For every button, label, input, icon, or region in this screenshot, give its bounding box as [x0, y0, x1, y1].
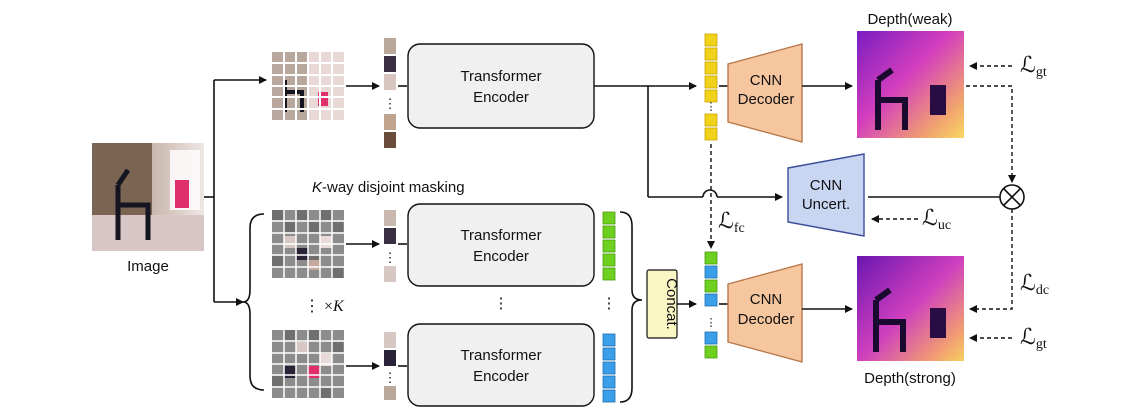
loss-uc: ℒuc [922, 205, 951, 233]
depth-map-weak [857, 31, 964, 138]
svg-text:Concat.: Concat. [663, 278, 680, 330]
svg-text:Encoder: Encoder [473, 368, 529, 385]
svg-text:Decoder: Decoder [738, 311, 795, 328]
encoder-ellipsis: ⋮ [494, 296, 509, 312]
svg-text:Encoder: Encoder [473, 89, 529, 106]
cnn-decoder-weak: CNN Decoder [727, 43, 803, 143]
token-strip-masked-1: ⋮ [384, 210, 397, 282]
feature-tokens-strong [704, 251, 718, 359]
loss-dc: ℒdc [1020, 270, 1049, 298]
arrow-encoder-to-tokens-top [594, 82, 783, 201]
svg-text:Decoder: Decoder [738, 91, 795, 108]
input-split-arrows [204, 76, 267, 306]
token-ellipsis: ⋮ [706, 317, 717, 329]
loss-gt-weak: ℒgt [1020, 52, 1047, 80]
patched-image-top [272, 52, 344, 120]
svg-text:Transformer: Transformer [460, 68, 541, 85]
depth-strong-label: Depth(strong) [864, 370, 956, 387]
token-ellipsis: ⋮ [384, 96, 397, 111]
svg-text:CNN: CNN [750, 291, 783, 308]
weak-to-multiply-arrow [966, 85, 1016, 183]
multiply-node [999, 184, 1025, 210]
token-strip-masked-k: ⋮ [384, 332, 397, 400]
transformer-encoder-top: Transformer Encoder [407, 43, 595, 129]
token-strip-top: ⋮ [384, 38, 397, 148]
svg-text:⋮: ⋮ [384, 250, 397, 265]
svg-text:CNN: CNN [750, 72, 783, 89]
feature-tokens-blue [602, 333, 616, 403]
input-image [92, 143, 204, 251]
concat-brace [619, 211, 643, 403]
transformer-encoder-masked-1: Transformer Encoder [407, 203, 595, 287]
cnn-uncertainty: CNN Uncert. [787, 153, 865, 237]
transformer-encoder-masked-k: Transformer Encoder [407, 323, 595, 407]
concat-block: Concat. [646, 269, 680, 339]
depth-map-strong [857, 256, 964, 361]
svg-text:Transformer: Transformer [460, 347, 541, 364]
masking-count: ⋮ ×K [304, 298, 345, 315]
cnn-decoder-strong: CNN Decoder [727, 263, 803, 363]
svg-text:Uncert.: Uncert. [802, 196, 850, 213]
loss-gt-strong: ℒgt [1020, 324, 1047, 352]
branch-brace [242, 213, 265, 391]
masking-label: K-way disjoint masking [312, 179, 465, 196]
masked-image-k [272, 330, 344, 398]
token-ellipsis: ⋮ [706, 101, 717, 113]
loss-dc-arrow [969, 209, 1013, 313]
svg-text:Encoder: Encoder [473, 248, 529, 265]
masked-image-1 [272, 210, 344, 278]
feature-tokens-green [602, 211, 616, 281]
input-image-label: Image [127, 258, 169, 275]
svg-text:CNN: CNN [810, 177, 843, 194]
svg-text:Transformer: Transformer [460, 227, 541, 244]
loss-fc: ℒfc [718, 208, 745, 236]
svg-text:⋮: ⋮ [384, 370, 397, 385]
depth-weak-label: Depth(weak) [867, 11, 952, 28]
token-ellipsis: ⋮ [602, 296, 617, 312]
feature-tokens-weak [704, 33, 718, 141]
